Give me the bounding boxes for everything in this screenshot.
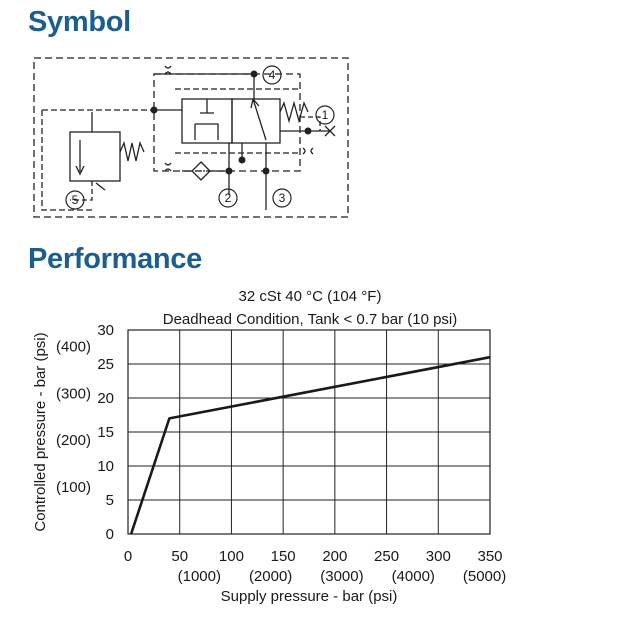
x-tick-label: 350 (477, 548, 502, 565)
gridlines (128, 330, 490, 534)
chart-title: 32 cSt 40 °C (104 °F) (239, 288, 382, 305)
y-tick-label-psi: (200) (56, 432, 91, 449)
x-tick-label: 300 (426, 548, 451, 565)
y-tick-label: 0 (106, 526, 114, 543)
x-tick-label: 50 (171, 548, 188, 565)
x-tick-label-psi: (1000) (178, 568, 221, 585)
y-tick-label: 25 (97, 356, 114, 373)
x-tick-labels: 0 50 100 150 200 250 300 350 (124, 548, 503, 565)
x-tick-label-psi: (4000) (392, 568, 435, 585)
x-tick-labels-secondary: (1000) (2000) (3000) (4000) (5000) (178, 568, 507, 585)
y-tick-labels: 0 5 10 15 20 25 30 (97, 322, 114, 543)
y-tick-labels-secondary: (100) (200) (300) (400) (56, 338, 91, 496)
y-tick-label-psi: (100) (56, 479, 91, 496)
y-axis-label: Controlled pressure - bar (psi) (32, 332, 49, 531)
x-tick-label-psi: (3000) (320, 568, 363, 585)
x-tick-label: 100 (219, 548, 244, 565)
x-tick-label: 150 (271, 548, 296, 565)
y-tick-label-psi: (400) (56, 338, 91, 355)
x-tick-label: 0 (124, 548, 132, 565)
series-group (129, 355, 491, 535)
symbol-heading: Symbol (28, 6, 131, 38)
y-tick-label: 20 (97, 390, 114, 407)
y-tick-label: 30 (97, 322, 114, 339)
performance-heading: Performance (28, 243, 202, 275)
x-tick-label-psi: (5000) (463, 568, 506, 585)
x-tick-label: 200 (322, 548, 347, 565)
x-tick-label-psi: (2000) (249, 568, 292, 585)
y-tick-label: 15 (97, 424, 114, 441)
x-axis-label: Supply pressure - bar (psi) (221, 588, 398, 605)
y-tick-label-psi: (300) (56, 385, 91, 402)
y-tick-label: 5 (106, 492, 114, 509)
series-line (129, 355, 491, 535)
x-tick-label: 250 (374, 548, 399, 565)
chart-subtitle: Deadhead Condition, Tank < 0.7 bar (10 p… (163, 311, 458, 328)
y-tick-label: 10 (97, 458, 114, 475)
